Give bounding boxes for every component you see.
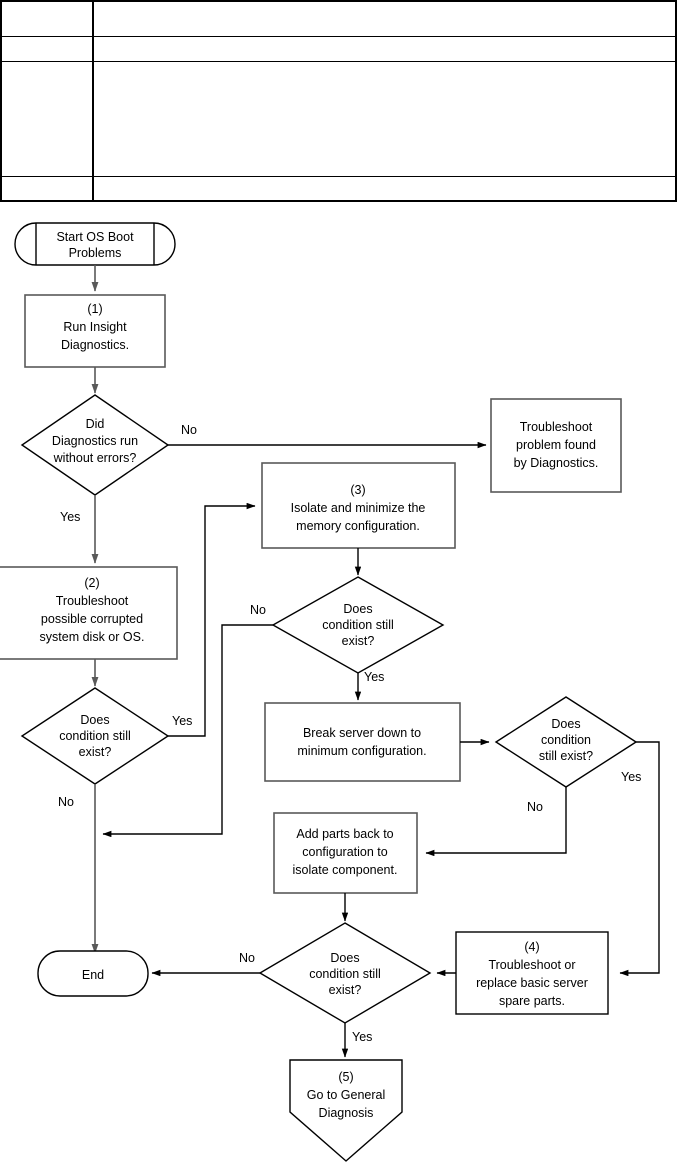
form-table-grid xyxy=(0,0,677,202)
node-decision-os[interactable]: Does condition still exist? xyxy=(20,687,170,785)
table-cell-value xyxy=(92,60,677,177)
step3-label-line3: memory configuration. xyxy=(296,519,420,533)
node-add-parts[interactable]: Add parts back to configuration to isola… xyxy=(273,812,418,894)
step1-label-line2: Run Insight xyxy=(63,320,127,334)
table-cell-label xyxy=(0,60,94,177)
step3-label-line2: Isolate and minimize the xyxy=(291,501,426,515)
node-end[interactable]: End xyxy=(37,950,149,997)
break-server-box xyxy=(264,702,461,782)
step4-box xyxy=(455,931,609,1015)
edge-label-decfinal-yes: Yes xyxy=(352,1030,372,1044)
edge-label-decfinal-no: No xyxy=(239,951,255,965)
tsdiag-box xyxy=(490,398,622,493)
edge-label-decos-no: No xyxy=(58,795,74,809)
step2-label-line4: system disk or OS. xyxy=(40,630,145,644)
end-label: End xyxy=(82,968,104,982)
edge-label-decmem-no: No xyxy=(250,603,266,617)
decdiag-label-line1: Did xyxy=(86,417,105,431)
decdiag-label-line2: Diagnostics run xyxy=(52,434,138,448)
node-step4[interactable]: (4) Troubleshoot or replace basic server… xyxy=(455,931,609,1015)
edge-label-decmin-no: No xyxy=(527,800,543,814)
step3-label-line1: (3) xyxy=(350,483,365,497)
edge-decos-yes xyxy=(168,502,256,737)
node-decision-minimum[interactable]: Does condition still exist? xyxy=(494,696,638,788)
node-step3[interactable]: (3) Isolate and minimize the memory conf… xyxy=(261,462,456,549)
node-troubleshoot-diagnostics[interactable]: Troubleshoot problem found by Diagnostic… xyxy=(490,398,622,493)
decos-label-line3: exist? xyxy=(79,745,112,759)
step4-label-line3: replace basic server xyxy=(476,976,588,990)
table-cell-value xyxy=(92,0,677,37)
decfinal-label-line3: exist? xyxy=(329,983,362,997)
step2-box xyxy=(0,566,178,660)
step2-label-line3: possible corrupted xyxy=(41,612,143,626)
step2-label-line1: (2) xyxy=(84,576,99,590)
tsdiag-label-line3: by Diagnostics. xyxy=(514,456,599,470)
table-row xyxy=(0,175,677,202)
edge-decmin-no xyxy=(425,787,567,857)
end-terminator-shape xyxy=(37,950,149,997)
step5-label-line3: Diagnosis xyxy=(319,1106,374,1120)
table-row xyxy=(0,35,677,62)
table-cell-value xyxy=(92,35,677,62)
decmem-label-line3: exist? xyxy=(342,634,375,648)
decos-label-line1: Does xyxy=(80,713,109,727)
table-row xyxy=(0,0,677,37)
node-decision-final[interactable]: Does condition still exist? xyxy=(258,922,432,1024)
step5-label-line1: (5) xyxy=(338,1070,353,1084)
decmin-label-line3: still exist? xyxy=(539,749,593,763)
node-decision-diagnostics[interactable]: Did Diagnostics run without errors? xyxy=(20,394,170,496)
addparts-label-line2: configuration to xyxy=(302,845,388,859)
table-cell-value xyxy=(92,175,677,202)
node-decision-memory[interactable]: Does condition still exist? xyxy=(271,576,445,674)
node-step5[interactable]: (5) Go to General Diagnosis xyxy=(289,1059,403,1162)
form-table xyxy=(0,0,677,203)
node-break-server[interactable]: Break server down to minimum configurati… xyxy=(264,702,461,782)
node-step1[interactable]: (1) Run Insight Diagnostics. xyxy=(24,294,166,368)
step2-label-line2: Troubleshoot xyxy=(56,594,129,608)
addparts-label-line3: isolate component. xyxy=(293,863,398,877)
edge-label-decmin-yes: Yes xyxy=(621,770,641,784)
addparts-label-line1: Add parts back to xyxy=(296,827,393,841)
step5-pentagon xyxy=(289,1059,403,1162)
step1-label-line1: (1) xyxy=(87,302,102,316)
edge-label-decmem-yes: Yes xyxy=(364,670,384,684)
decdiag-label-line3: without errors? xyxy=(53,451,137,465)
tsdiag-label-line1: Troubleshoot xyxy=(520,420,593,434)
flowchart: Start OS Boot Problems (1) Run Insight D… xyxy=(0,222,660,1162)
step1-label-line3: Diagnostics. xyxy=(61,338,129,352)
decos-label-line2: condition still xyxy=(59,729,131,743)
start-label-line1: Start OS Boot xyxy=(56,230,134,244)
edge-label-decdiag-no: No xyxy=(181,423,197,437)
start-label-line2: Problems xyxy=(69,246,122,260)
edge-decmem-no xyxy=(102,624,273,838)
decfinal-label-line2: condition still xyxy=(309,967,381,981)
node-start[interactable]: Start OS Boot Problems xyxy=(14,222,176,266)
decmin-label-line1: Does xyxy=(551,717,580,731)
table-cell-label xyxy=(0,175,94,202)
table-row xyxy=(0,60,677,177)
node-step2[interactable]: (2) Troubleshoot possible corrupted syst… xyxy=(0,566,178,660)
table-cell-label xyxy=(0,0,94,37)
decfinal-label-line1: Does xyxy=(330,951,359,965)
step4-label-line1: (4) xyxy=(524,940,539,954)
edge-decmin-yes xyxy=(619,741,660,977)
break-label-line1: Break server down to xyxy=(303,726,421,740)
step4-label-line2: Troubleshoot or xyxy=(488,958,575,972)
break-label-line2: minimum configuration. xyxy=(297,744,426,758)
edge-label-decdiag-yes: Yes xyxy=(60,510,80,524)
table-cell-label xyxy=(0,35,94,62)
step5-label-line2: Go to General xyxy=(307,1088,386,1102)
step4-label-line4: spare parts. xyxy=(499,994,565,1008)
add-parts-box xyxy=(273,812,418,894)
decmem-label-line2: condition still xyxy=(322,618,394,632)
tsdiag-label-line2: problem found xyxy=(516,438,596,452)
decmem-label-line1: Does xyxy=(343,602,372,616)
edge-label-decos-yes: Yes xyxy=(172,714,192,728)
decmin-label-line2: condition xyxy=(541,733,591,747)
